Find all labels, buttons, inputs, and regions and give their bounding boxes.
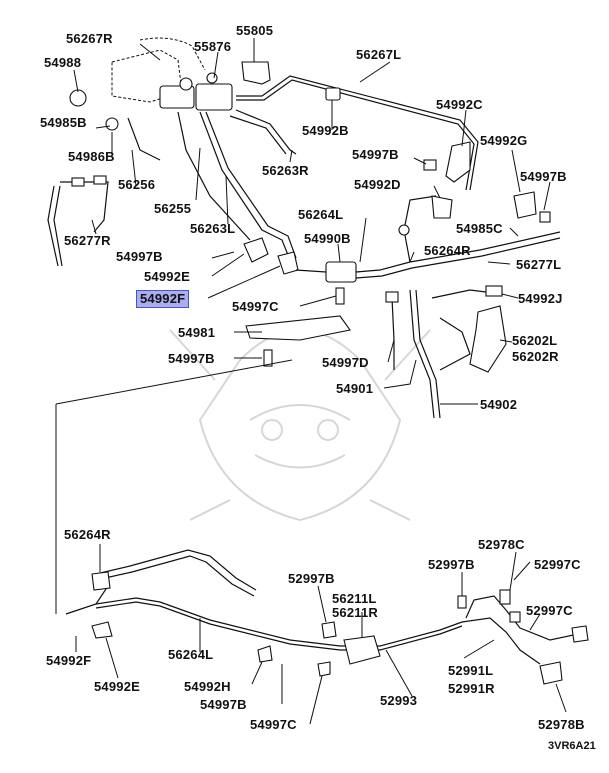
part-label-54902: 54902 [480, 397, 518, 412]
part-label-56264L-top: 56264L [298, 207, 344, 222]
part-label-54981: 54981 [178, 325, 216, 340]
part-label-52997C-b: 52997C [526, 603, 573, 618]
part-label-54992D: 54992D [354, 177, 401, 192]
part-label-55805: 55805 [236, 23, 274, 38]
part-label-54992F-bot: 54992F [46, 653, 92, 668]
part-label-54992J: 54992J [518, 291, 563, 306]
part-label-54997B-l2: 54997B [168, 351, 215, 366]
part-label-52997B-b: 52997B [288, 571, 335, 586]
part-label-52997B-a: 52997B [428, 557, 475, 572]
part-label-56264L-bot: 56264L [168, 647, 214, 662]
part-label-56264R-mid: 56264R [424, 243, 471, 258]
part-label-54997B-r1: 54997B [352, 147, 399, 162]
part-label-54988: 54988 [44, 55, 82, 70]
part-label-52978C: 52978C [478, 537, 525, 552]
part-label-56256: 56256 [118, 177, 156, 192]
diagram-code: 3VR6A21 [548, 740, 596, 752]
part-label-54992E-bot: 54992E [94, 679, 141, 694]
part-label-56277L: 56277L [516, 257, 562, 272]
part-label-56267L-top: 56267L [356, 47, 402, 62]
part-label-54990B: 54990B [304, 231, 351, 246]
part-label-54992G: 54992G [480, 133, 528, 148]
part-label-54985B: 54985B [40, 115, 87, 130]
upper-assembly [47, 37, 561, 419]
part-label-54997C-mid: 54997C [232, 299, 279, 314]
part-label-54901: 54901 [336, 381, 374, 396]
part-label-56202R: 56202R [512, 349, 559, 364]
part-label-52991R: 52991R [448, 681, 495, 696]
part-label-56202L: 56202L [512, 333, 558, 348]
part-label-52991L: 52991L [448, 663, 494, 678]
part-label-52997C-a: 52997C [534, 557, 581, 572]
part-label-54992E-top: 54992E [144, 269, 191, 284]
part-label-56211R: 56211R [332, 605, 379, 620]
leader-lines [73, 38, 567, 725]
part-label-54992F-highlighted[interactable]: 54992F [136, 290, 190, 308]
part-label-54997B-l1: 54997B [116, 249, 163, 264]
part-label-54997B-r2: 54997B [520, 169, 567, 184]
part-label-54997D: 54997D [322, 355, 369, 370]
part-label-54986B: 54986B [68, 149, 115, 164]
part-label-56267R: 56267R [66, 31, 113, 46]
part-label-54997B-bot: 54997B [200, 697, 247, 712]
part-label-56255: 56255 [154, 201, 192, 216]
part-label-56263L: 56263L [190, 221, 236, 236]
part-label-54992C: 54992C [436, 97, 483, 112]
part-label-54992H: 54992H [184, 679, 231, 694]
part-label-56277R: 56277R [64, 233, 111, 248]
part-label-56264R-bot: 56264R [64, 527, 111, 542]
part-label-54997C-bot: 54997C [250, 717, 297, 732]
lower-assembly [55, 359, 589, 685]
part-label-54992B: 54992B [302, 123, 349, 138]
part-label-56263R: 56263R [262, 163, 309, 178]
part-label-56211L: 56211L [332, 591, 377, 606]
part-label-55876: 55876 [194, 39, 232, 54]
part-label-52978B: 52978B [538, 717, 585, 732]
part-label-54985C: 54985C [456, 221, 503, 236]
part-label-52993: 52993 [380, 693, 418, 708]
